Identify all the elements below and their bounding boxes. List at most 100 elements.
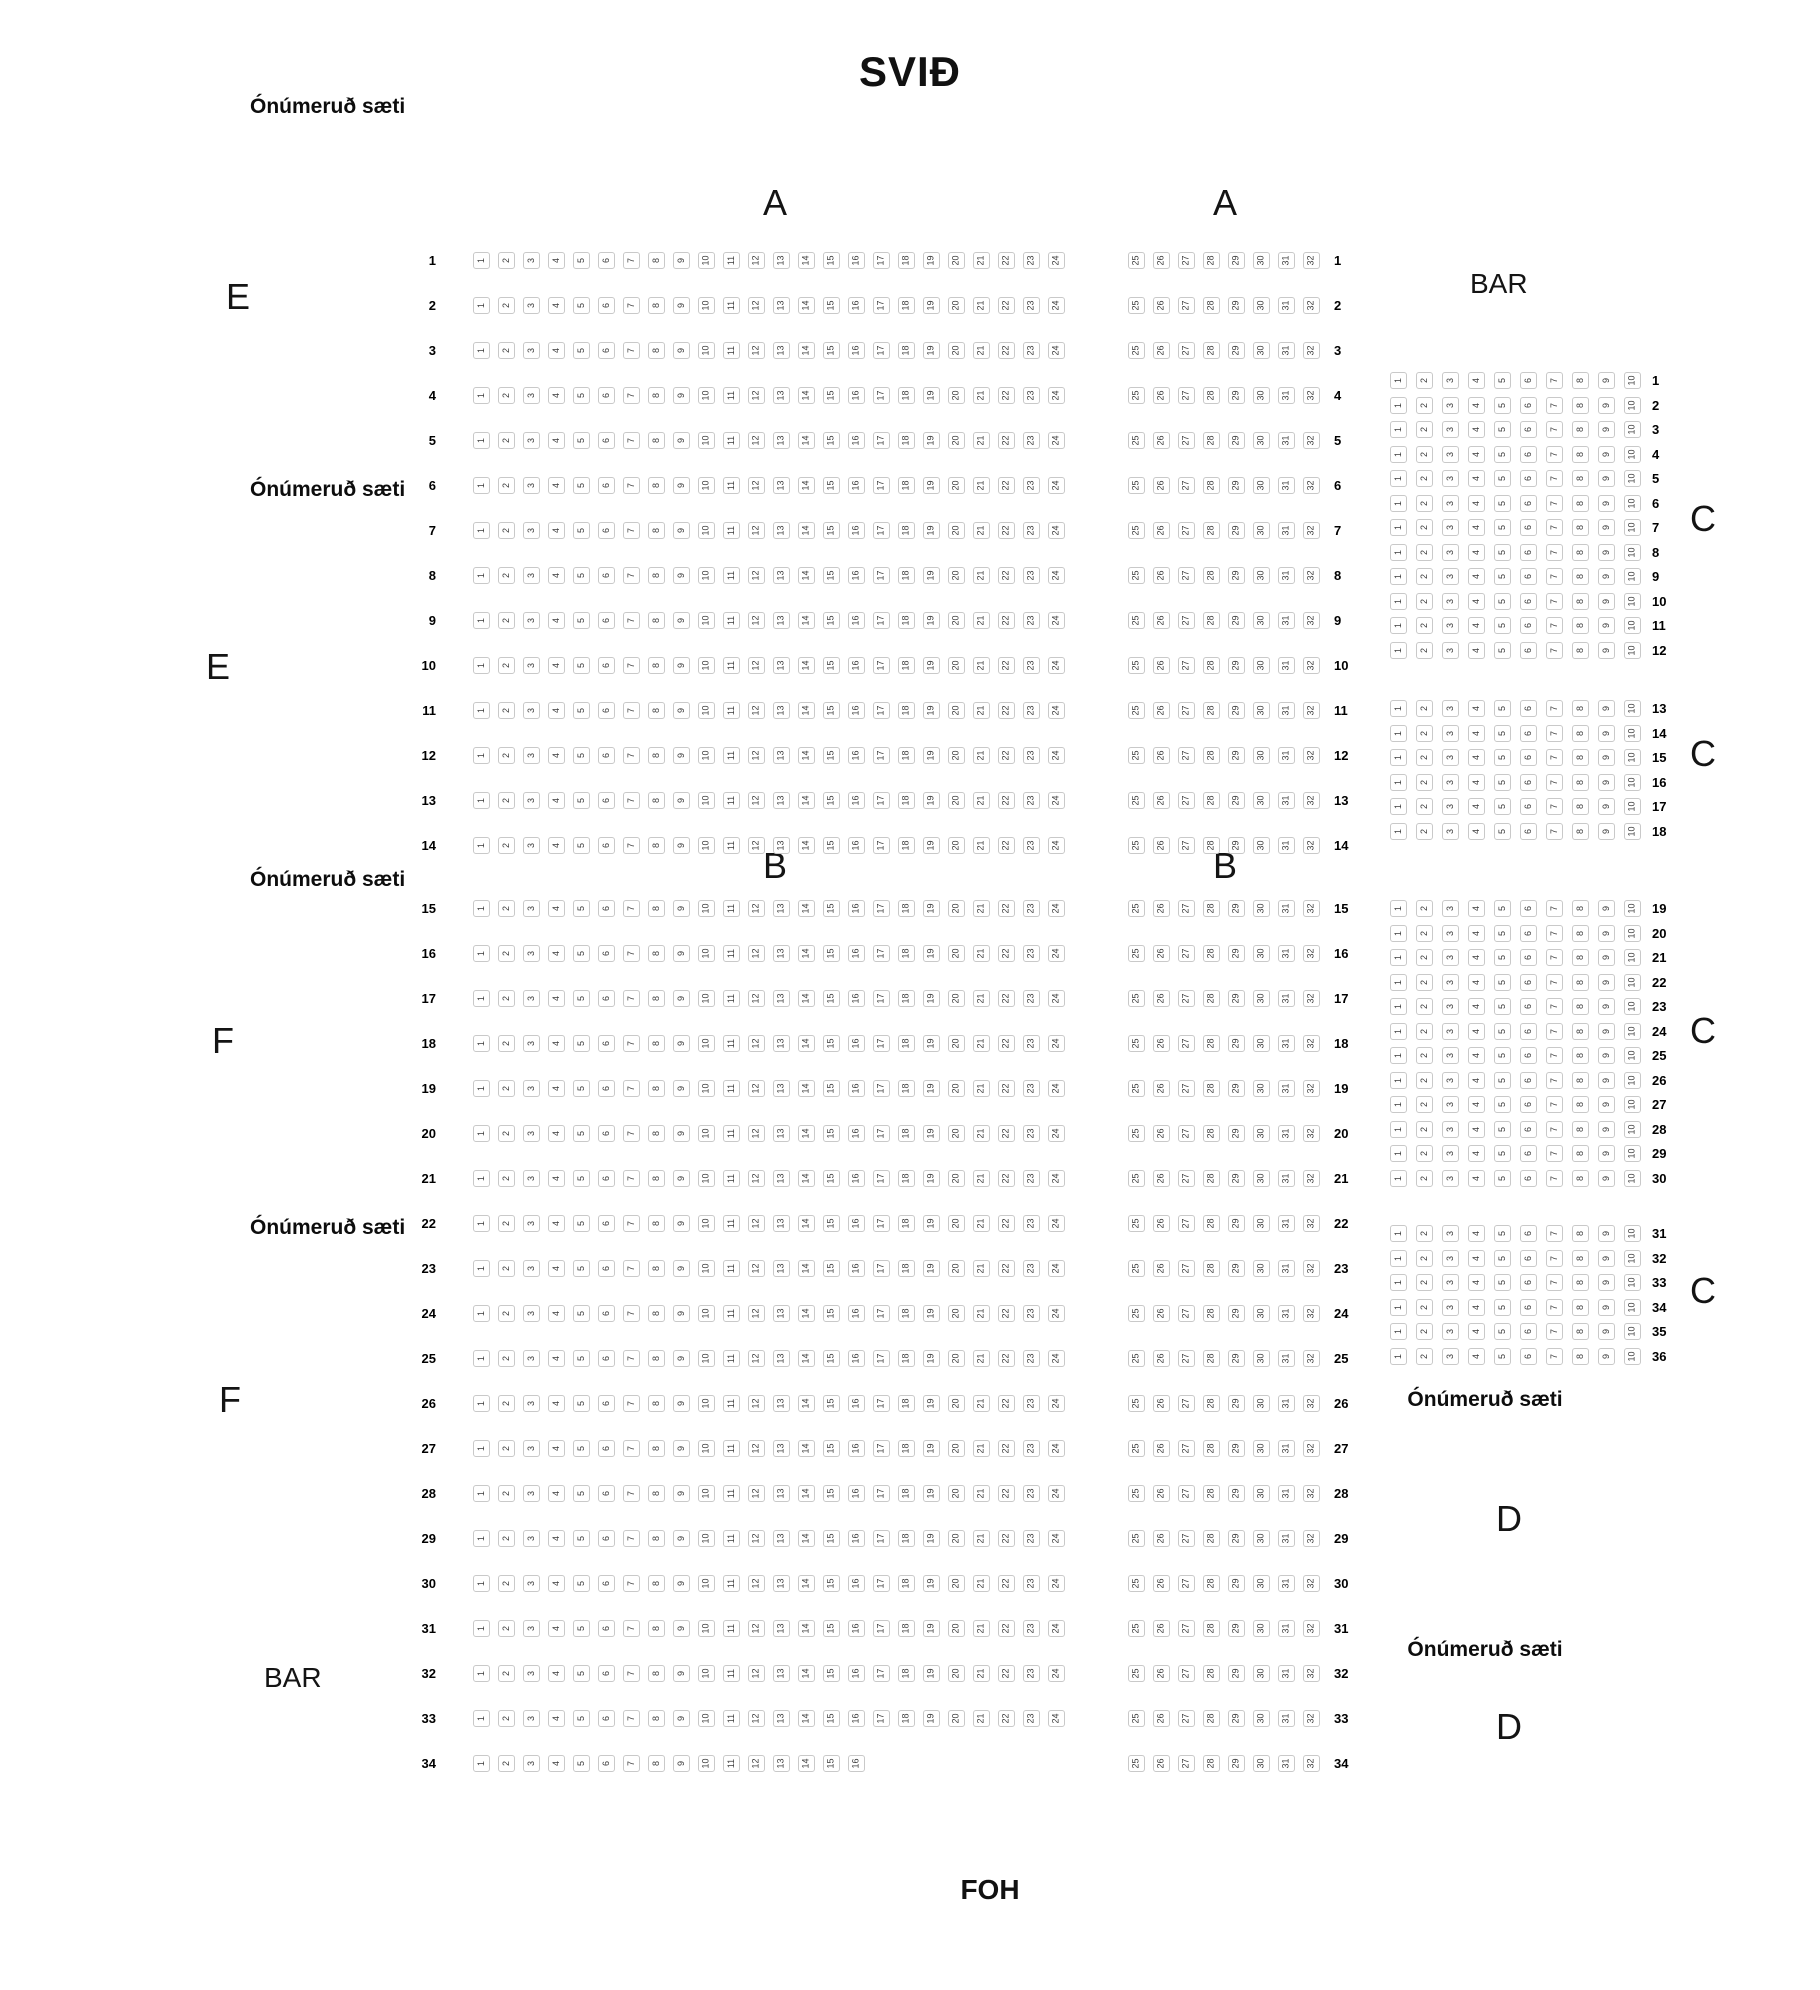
seat-25[interactable]: 25	[1128, 432, 1145, 449]
seat-6[interactable]: 6	[1520, 1022, 1537, 1040]
seat-5[interactable]: 5	[1494, 1047, 1511, 1064]
seat-5[interactable]: 5	[573, 1665, 590, 1682]
seat-3[interactable]: 3	[523, 342, 540, 359]
seat-17[interactable]: 17	[873, 1215, 890, 1232]
seat-2[interactable]: 2	[498, 252, 515, 269]
seat-7[interactable]: 7	[623, 702, 640, 719]
seat-19[interactable]: 19	[923, 657, 940, 674]
seat-2[interactable]: 2	[498, 567, 515, 584]
seat-9[interactable]: 9	[673, 1620, 690, 1637]
seat-7[interactable]: 7	[1546, 924, 1563, 942]
seat-30[interactable]: 30	[1253, 297, 1270, 314]
seat-1[interactable]: 1	[473, 297, 490, 314]
seat-23[interactable]: 23	[1023, 522, 1040, 539]
seat-5[interactable]: 5	[573, 432, 590, 449]
seat-26[interactable]: 26	[1153, 792, 1170, 809]
seat-1[interactable]: 1	[1390, 1145, 1407, 1162]
seat-4[interactable]: 4	[548, 1665, 565, 1682]
seat-8[interactable]: 8	[1572, 1225, 1589, 1242]
seat-19[interactable]: 19	[923, 747, 940, 764]
seat-16[interactable]: 16	[848, 1530, 865, 1547]
seat-30[interactable]: 30	[1253, 1260, 1270, 1277]
seat-9[interactable]: 9	[1598, 973, 1615, 991]
seat-5[interactable]: 5	[1494, 372, 1511, 389]
seat-10[interactable]: 10	[698, 1305, 715, 1322]
seat-1[interactable]: 1	[1390, 949, 1407, 966]
seat-29[interactable]: 29	[1228, 1305, 1245, 1322]
seat-24[interactable]: 24	[1048, 1350, 1065, 1367]
seat-11[interactable]: 11	[723, 792, 740, 809]
seat-25[interactable]: 25	[1128, 342, 1145, 359]
seat-31[interactable]: 31	[1278, 1485, 1295, 1502]
seat-2[interactable]: 2	[498, 1755, 515, 1772]
seat-9[interactable]: 9	[673, 297, 690, 314]
seat-7[interactable]: 7	[623, 1665, 640, 1682]
seat-10[interactable]: 10	[698, 477, 715, 494]
seat-2[interactable]: 2	[1416, 641, 1433, 659]
seat-3[interactable]: 3	[523, 702, 540, 719]
seat-5[interactable]: 5	[573, 1080, 590, 1097]
seat-16[interactable]: 16	[848, 945, 865, 962]
seat-17[interactable]: 17	[873, 387, 890, 404]
seat-12[interactable]: 12	[748, 792, 765, 809]
seat-21[interactable]: 21	[973, 1575, 990, 1592]
seat-3[interactable]: 3	[1442, 1071, 1459, 1089]
seat-22[interactable]: 22	[998, 1395, 1015, 1412]
seat-22[interactable]: 22	[998, 1620, 1015, 1637]
seat-1[interactable]: 1	[473, 657, 490, 674]
seat-10[interactable]: 10	[1624, 749, 1641, 766]
seat-27[interactable]: 27	[1178, 477, 1195, 494]
seat-13[interactable]: 13	[773, 612, 790, 629]
seat-31[interactable]: 31	[1278, 1305, 1295, 1322]
seat-24[interactable]: 24	[1048, 1260, 1065, 1277]
seat-19[interactable]: 19	[923, 522, 940, 539]
seat-7[interactable]: 7	[1546, 421, 1563, 438]
seat-10[interactable]: 10	[1624, 372, 1641, 389]
seat-18[interactable]: 18	[898, 1395, 915, 1412]
seat-27[interactable]: 27	[1178, 567, 1195, 584]
seat-16[interactable]: 16	[848, 702, 865, 719]
seat-23[interactable]: 23	[1023, 1035, 1040, 1052]
seat-7[interactable]: 7	[623, 1485, 640, 1502]
seat-24[interactable]: 24	[1048, 1080, 1065, 1097]
seat-7[interactable]: 7	[1546, 470, 1563, 487]
seat-8[interactable]: 8	[648, 1305, 665, 1322]
seat-23[interactable]: 23	[1023, 1260, 1040, 1277]
seat-27[interactable]: 27	[1178, 1530, 1195, 1547]
seat-7[interactable]: 7	[623, 1125, 640, 1142]
seat-24[interactable]: 24	[1048, 747, 1065, 764]
seat-3[interactable]: 3	[523, 1440, 540, 1457]
seat-4[interactable]: 4	[1468, 1347, 1485, 1365]
seat-28[interactable]: 28	[1203, 945, 1220, 962]
seat-18[interactable]: 18	[898, 522, 915, 539]
seat-24[interactable]: 24	[1048, 1035, 1065, 1052]
seat-12[interactable]: 12	[748, 387, 765, 404]
seat-10[interactable]: 10	[698, 990, 715, 1007]
seat-21[interactable]: 21	[973, 1170, 990, 1187]
seat-19[interactable]: 19	[923, 702, 940, 719]
seat-18[interactable]: 18	[898, 990, 915, 1007]
seat-7[interactable]: 7	[1546, 798, 1563, 815]
seat-18[interactable]: 18	[898, 657, 915, 674]
seat-10[interactable]: 10	[1624, 1249, 1641, 1267]
seat-30[interactable]: 30	[1253, 837, 1270, 854]
seat-30[interactable]: 30	[1253, 567, 1270, 584]
seat-25[interactable]: 25	[1128, 657, 1145, 674]
seat-11[interactable]: 11	[723, 702, 740, 719]
seat-5[interactable]: 5	[1494, 617, 1511, 634]
seat-16[interactable]: 16	[848, 432, 865, 449]
seat-19[interactable]: 19	[923, 1665, 940, 1682]
seat-4[interactable]: 4	[548, 702, 565, 719]
seat-11[interactable]: 11	[723, 1755, 740, 1772]
seat-7[interactable]: 7	[623, 657, 640, 674]
seat-16[interactable]: 16	[848, 900, 865, 917]
seat-6[interactable]: 6	[1520, 1047, 1537, 1064]
seat-18[interactable]: 18	[898, 1710, 915, 1727]
seat-4[interactable]: 4	[1468, 924, 1485, 942]
seat-9[interactable]: 9	[673, 1440, 690, 1457]
seat-5[interactable]: 5	[573, 1440, 590, 1457]
seat-8[interactable]: 8	[1572, 1323, 1589, 1340]
seat-24[interactable]: 24	[1048, 477, 1065, 494]
seat-14[interactable]: 14	[798, 477, 815, 494]
seat-1[interactable]: 1	[473, 990, 490, 1007]
